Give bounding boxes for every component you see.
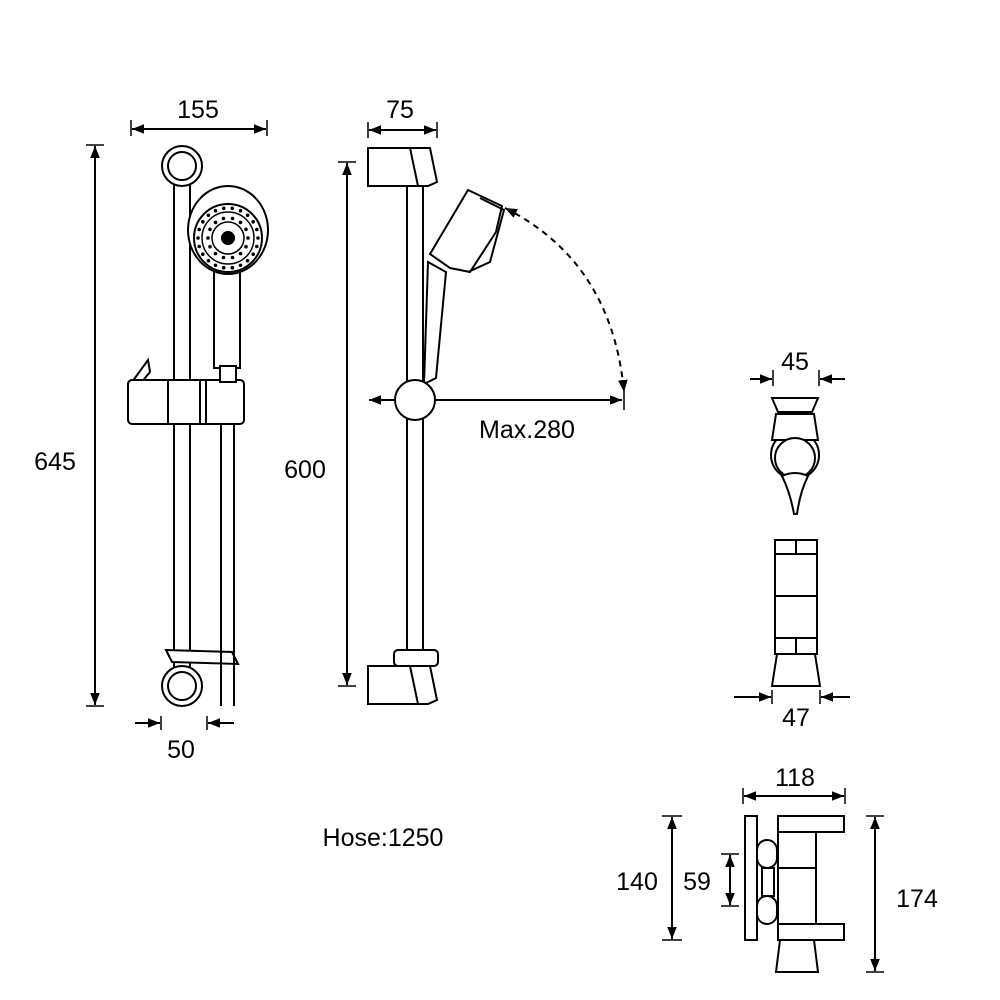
front-rail: [173, 175, 191, 677]
nozzle-dot: [197, 227, 201, 232]
nozzle-dot: [251, 252, 255, 256]
nozzle-dot: [213, 208, 218, 213]
nozzle-dot: [201, 220, 205, 224]
front-view: 155 645: [34, 96, 269, 764]
side-view: 75 600 Max.280: [284, 96, 628, 705]
bracket-detail: 47: [734, 539, 850, 732]
front-handset-center: [221, 231, 235, 245]
front-handset-face: [193, 203, 263, 273]
nozzle-dot: [221, 206, 226, 211]
nozzle-dot: [221, 255, 226, 260]
side-handset-face: [467, 197, 506, 273]
nozzle-dot: [230, 206, 235, 211]
nozzle-dot: [213, 251, 218, 256]
rail-length-label: 600: [284, 456, 326, 484]
max-reach-label: Max.280: [479, 416, 575, 444]
mount-140-label: 140: [616, 868, 658, 896]
nozzle-dot: [238, 220, 243, 225]
side-handset-head: [428, 188, 504, 274]
holder-width-label: 45: [781, 348, 809, 376]
nozzle-dot: [197, 244, 201, 249]
nozzle-dot: [230, 265, 235, 270]
mount-column: [777, 831, 817, 925]
side-top-bracket: [367, 147, 439, 187]
nozzle-dot: [221, 265, 226, 270]
nozzle-dot: [246, 236, 250, 240]
front-handset-connector: [219, 365, 237, 383]
holder-hook: [780, 472, 810, 515]
side-slider-ball: [394, 379, 436, 421]
front-top-ring-inner: [167, 151, 197, 181]
front-handset-handle: [213, 267, 241, 369]
mount-detail: 118 140 59 174: [616, 764, 938, 973]
front-handset-face-ring-inner: [211, 221, 245, 255]
nozzle-dot: [221, 216, 226, 221]
nozzle-dot: [251, 220, 255, 224]
mount-wall-plate: [744, 815, 758, 941]
mount-knob-link: [761, 867, 775, 897]
holder-detail: 45: [750, 348, 845, 515]
front-handset-face-ring: [201, 211, 255, 265]
side-bottom-bracket: [367, 665, 439, 705]
nozzle-dot: [245, 258, 250, 263]
mount-174-label: 174: [896, 885, 938, 913]
mount-top-arm: [777, 815, 845, 833]
side-depth-label: 75: [386, 96, 414, 124]
mount-bottom-arm: [777, 923, 845, 941]
nozzle-dot: [206, 213, 211, 218]
mount-base-foot: [774, 939, 820, 973]
nozzle-dot: [254, 227, 259, 232]
front-slider-body: [127, 379, 245, 425]
bracket-base: [770, 653, 822, 687]
side-bottom-bracket-edge: [409, 665, 419, 705]
hose-length-label: Hose:1250: [323, 824, 444, 852]
nozzle-dot: [213, 263, 218, 268]
mount-knob-bottom: [756, 895, 778, 925]
nozzle-dot: [254, 244, 259, 249]
nozzle-dot: [206, 258, 211, 263]
nozzle-dot: [238, 208, 243, 213]
nozzle-dot: [238, 263, 243, 268]
nozzle-dot: [244, 227, 248, 232]
front-handset-head: [187, 185, 269, 275]
front-bottom-bracket: [164, 648, 240, 666]
nozzle-dot: [208, 227, 212, 232]
handset-nozzles: [196, 206, 260, 270]
holder-cap: [770, 397, 820, 413]
nozzle-dot: [206, 236, 210, 240]
nozzle-dot: [196, 236, 200, 240]
nozzle-dot: [230, 216, 235, 221]
nozzle-dot: [238, 251, 243, 256]
rotation-arc: [504, 207, 628, 393]
nozzle-dot: [201, 252, 205, 256]
nozzle-dot: [230, 255, 235, 260]
mount-knob-top: [756, 839, 778, 869]
side-top-bracket-edge: [409, 147, 419, 187]
nozzle-dot: [213, 220, 218, 225]
mount-depth-label: 118: [775, 764, 815, 792]
front-bottom-ring-inner: [167, 671, 197, 701]
hose-gap-label: 50: [167, 736, 195, 764]
front-width-label: 155: [177, 96, 219, 124]
nozzle-dot: [256, 236, 260, 240]
side-handset-handle: [422, 260, 448, 386]
holder-collar: [770, 413, 820, 441]
front-height-label: 645: [34, 448, 76, 476]
nozzle-dot: [245, 213, 250, 218]
side-bottom-collar: [393, 649, 439, 667]
mount-59-label: 59: [683, 868, 711, 896]
nozzle-dot: [244, 244, 248, 249]
bracket-width-label: 47: [782, 704, 810, 732]
nozzle-dot: [208, 244, 212, 249]
